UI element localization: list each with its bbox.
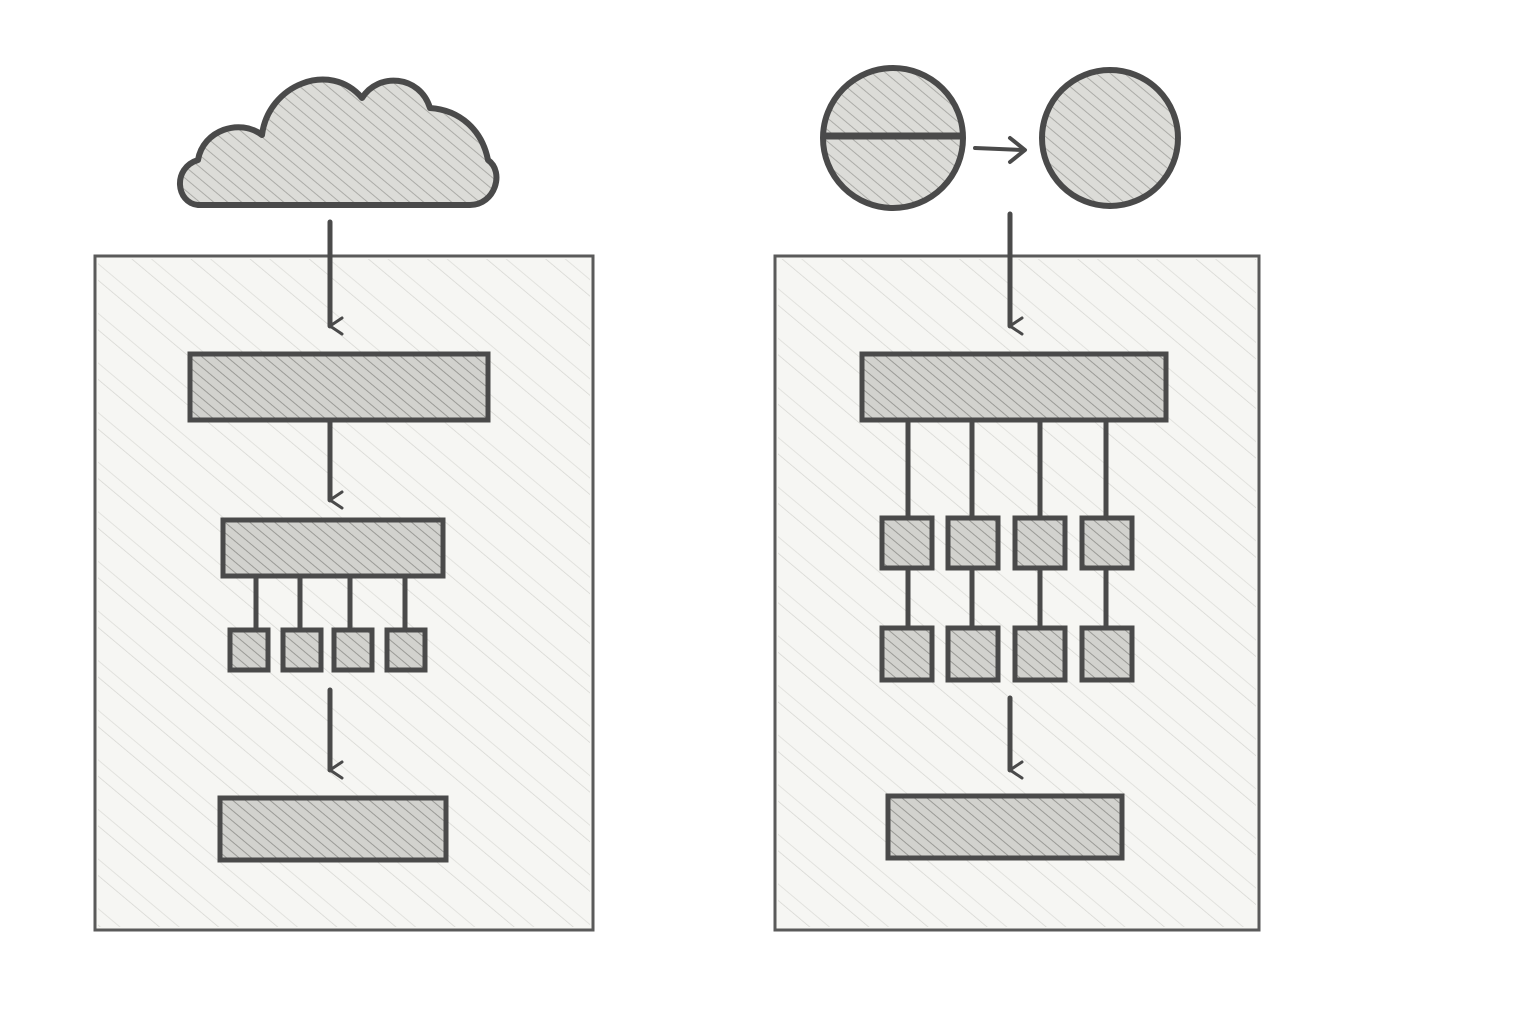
circle-icon	[1039, 67, 1181, 209]
left-block-2	[280, 627, 324, 673]
right-block-row-1	[879, 515, 1135, 571]
left-pipeline-panel	[93, 76, 595, 932]
left-input-bar	[187, 351, 491, 423]
left-block-4	[384, 627, 428, 673]
left-block-1	[227, 627, 271, 673]
right-block-2-1	[879, 625, 935, 683]
split-circle-icon	[820, 65, 966, 211]
right-input-bar	[859, 351, 1169, 423]
right-pipeline-panel	[773, 65, 1261, 932]
right-block-1-1	[879, 515, 935, 571]
arrow-right-small-head	[1008, 136, 1027, 164]
left-output-bar	[217, 795, 449, 863]
left-block-3	[331, 627, 375, 673]
right-block-1-4	[1079, 515, 1135, 571]
right-lane-lines-mid	[905, 565, 1109, 631]
arrow-right-small	[973, 146, 1024, 152]
left-split-bar	[220, 517, 446, 579]
right-lane-lines-top	[905, 417, 1109, 521]
cloud-icon	[177, 76, 500, 208]
right-block-2-3	[1012, 625, 1068, 683]
right-block-row-2	[879, 625, 1135, 683]
right-block-2-2	[945, 625, 1001, 683]
right-block-1-2	[945, 515, 1001, 571]
right-block-1-3	[1012, 515, 1068, 571]
left-block-row	[227, 627, 428, 673]
left-branch-lines	[253, 575, 408, 633]
right-output-bar	[885, 793, 1125, 861]
right-block-2-4	[1079, 625, 1135, 683]
